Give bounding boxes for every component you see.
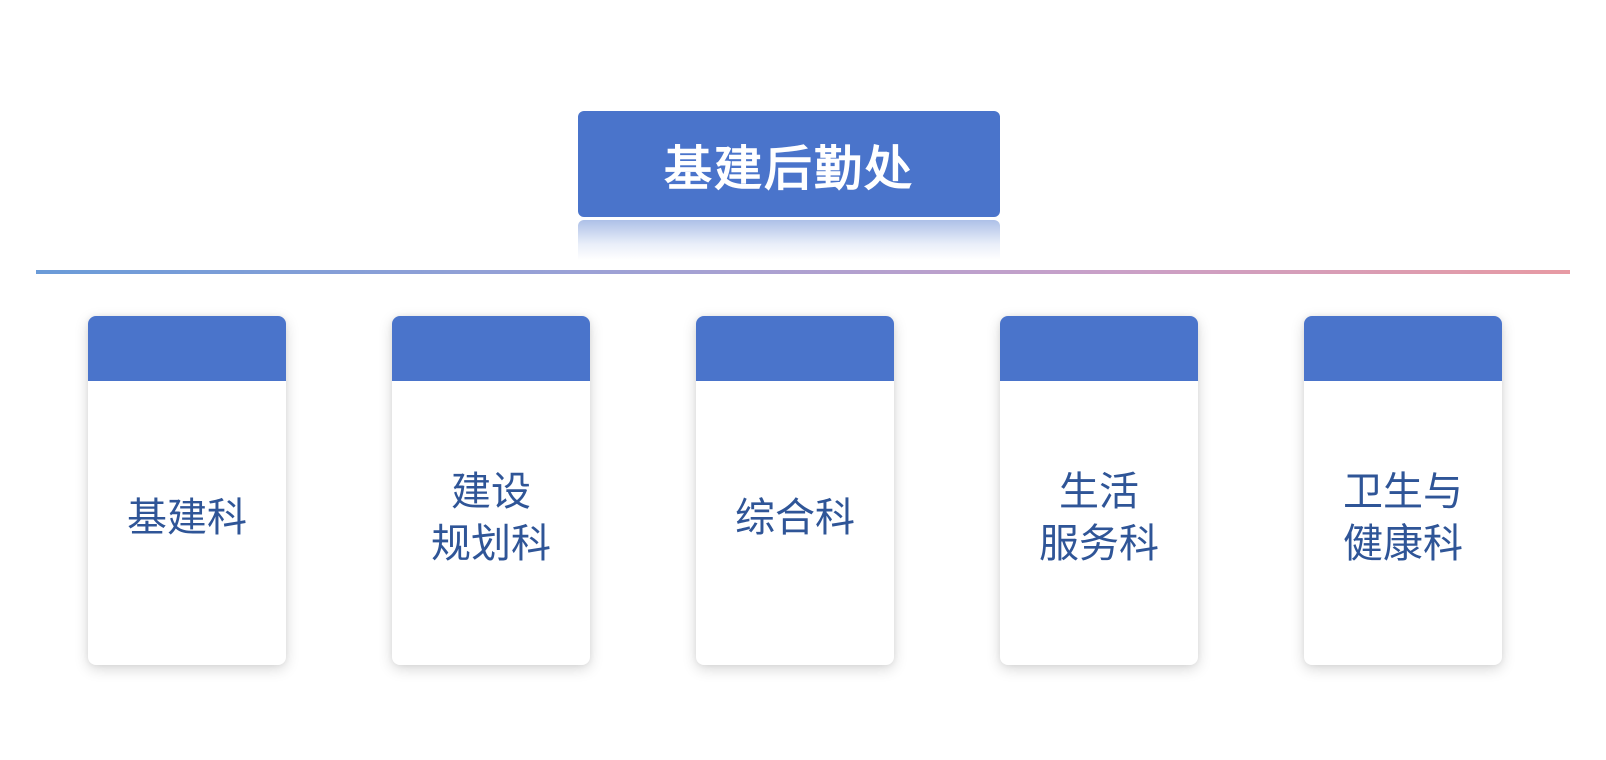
dept-label-line: 卫生与 [1343, 469, 1463, 515]
dept-label: 生活 服务科 [1000, 381, 1198, 665]
dept-card: 建设 规划科 [392, 316, 590, 665]
divider-line [36, 270, 1570, 274]
dept-label: 建设 规划科 [392, 381, 590, 665]
org-title-box: 基建后勤处 [578, 111, 1000, 217]
dept-card-header [392, 316, 590, 381]
dept-card: 综合科 [696, 316, 894, 665]
dept-label-line: 规划科 [431, 521, 551, 567]
dept-label-line: 健康科 [1343, 521, 1463, 567]
dept-card-header [1000, 316, 1198, 381]
title-reflection [578, 220, 1000, 260]
dept-card: 卫生与 健康科 [1304, 316, 1502, 665]
dept-label: 卫生与 健康科 [1304, 381, 1502, 665]
dept-card: 生活 服务科 [1000, 316, 1198, 665]
dept-label-line: 综合科 [735, 495, 855, 541]
dept-card-header [696, 316, 894, 381]
dept-label: 基建科 [88, 381, 286, 665]
dept-label-line: 生活 [1059, 469, 1139, 515]
dept-label: 综合科 [696, 381, 894, 665]
dept-card: 基建科 [88, 316, 286, 665]
dept-card-header [1304, 316, 1502, 381]
dept-label-line: 服务科 [1039, 521, 1159, 567]
dept-label-line: 基建科 [127, 495, 247, 541]
dept-card-header [88, 316, 286, 381]
org-title: 基建后勤处 [663, 141, 914, 197]
dept-label-line: 建设 [451, 469, 531, 515]
